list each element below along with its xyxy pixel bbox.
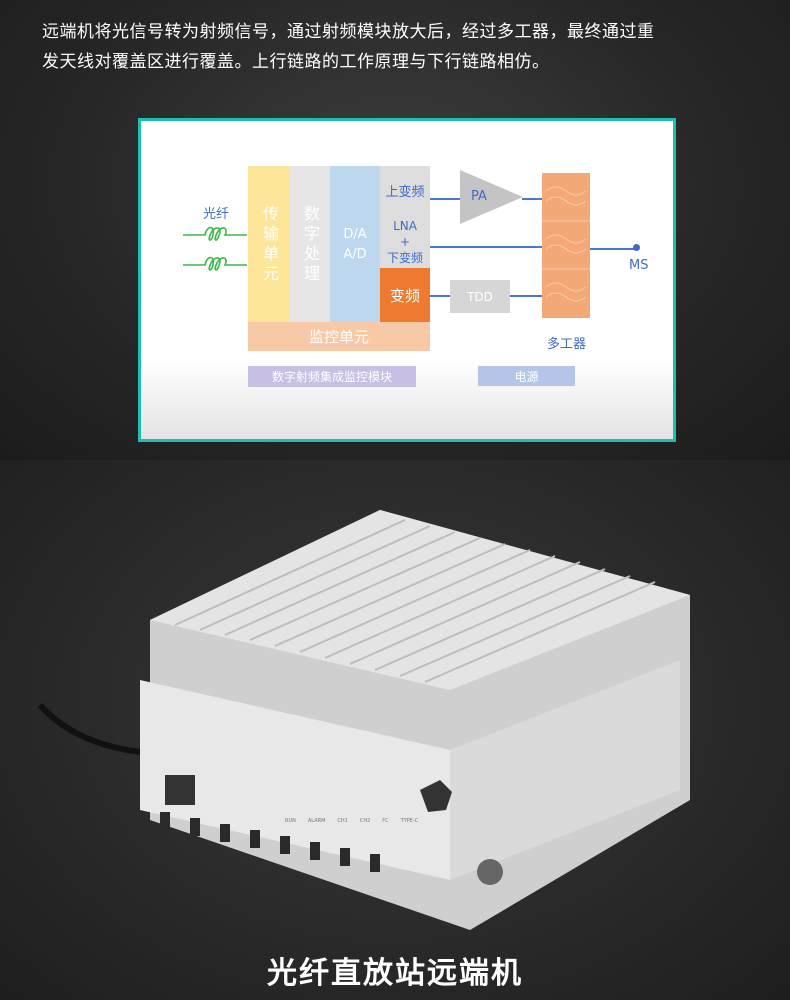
digital-processing-block: 数字处理 (290, 166, 330, 323)
lna-label: LNA (393, 218, 417, 233)
signal-line (510, 295, 542, 297)
led-alarm-label: ALARM (307, 818, 326, 824)
type-c-port-label: TYPE-C (400, 818, 419, 824)
down-conversion-label: 下变频 (386, 250, 423, 265)
led-indicator-row: RUN ALARM CH1 CH2 FC TYPE-C (285, 818, 418, 824)
module-label-bar: 数字射频集成监控模块 (248, 366, 416, 387)
fiber-label: 光纤 (203, 207, 230, 222)
transport-unit-block: 传输单元 (248, 166, 290, 323)
power-label-bar: 电源 (478, 366, 575, 386)
intro-text-line-1: 远端机将光信号转为射频信号，通过射频模块放大后，经过多工器，最终通过重 (42, 22, 655, 42)
lna-down-conversion-block: LNA + 下变频 (380, 215, 430, 268)
remote-unit-product-image (37, 510, 690, 930)
da-label: D/A (343, 226, 367, 242)
da-ad-block: D/A A/D (330, 166, 380, 323)
signal-line (430, 295, 450, 297)
block-diagram-panel: 光纤 传输单元 数字处理 D/A A/D 上变频 LNA + 下变频 变频 监控… (138, 118, 676, 442)
led-run-label: RUN (285, 818, 296, 824)
fiber-coil-icon (183, 226, 247, 271)
intro-text-line-2: 发天线对覆盖区进行覆盖。上行链路的工作原理与下行链路相仿。 (42, 52, 550, 72)
pa-amplifier-icon (460, 170, 523, 224)
multiplexer-block (542, 173, 590, 318)
product-title: 光纤直放站远端机 (267, 956, 523, 991)
ms-label: MS (629, 258, 649, 273)
pa-label: PA (471, 189, 487, 204)
led-fc-label: FC (382, 818, 389, 824)
tdd-block: TDD (450, 280, 510, 313)
plus-label: + (399, 234, 411, 249)
signal-line (430, 246, 542, 248)
frequency-conversion-block: 变频 (380, 268, 430, 322)
filter-wave-icon (542, 186, 590, 302)
up-conversion-block: 上变频 (380, 166, 430, 215)
multiplexer-label: 多工器 (547, 337, 587, 352)
monitor-unit-block: 监控单元 (248, 322, 430, 351)
signal-line (590, 248, 636, 250)
ms-endpoint-dot (633, 244, 640, 251)
led-ch2-label: CH2 (359, 818, 371, 824)
led-ch1-label: CH1 (337, 818, 348, 824)
ad-label: A/D (343, 246, 367, 262)
signal-line (522, 198, 542, 200)
signal-line (430, 198, 460, 200)
